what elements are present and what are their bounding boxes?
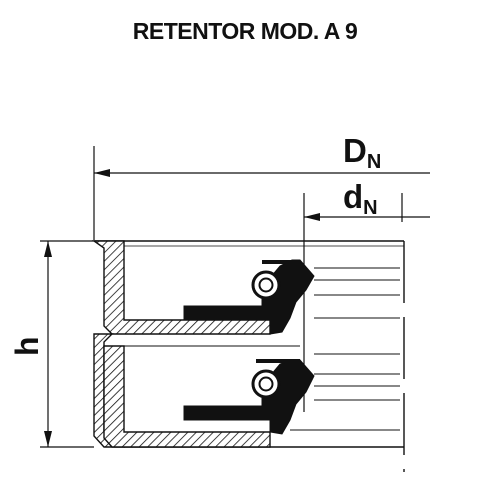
lower-seal-rubber-lip: [183, 359, 315, 435]
lower-seal: [93, 333, 315, 448]
lower-garter-spring-core: [258, 376, 274, 392]
inner-diameter-subscript: N: [363, 197, 377, 219]
outer-diameter-subscript: N: [367, 151, 381, 173]
diagram-title: RETENTOR MOD. A 9: [132, 18, 358, 44]
upper-seal: [91, 240, 315, 335]
height-dimension: h: [9, 240, 94, 448]
outer-diameter-arrowhead: [94, 169, 110, 177]
inner-diameter-label: dN: [343, 178, 378, 219]
inner-diameter-arrowhead: [304, 213, 320, 221]
height-label: h: [9, 336, 45, 356]
inner-diameter-symbol: d: [343, 178, 363, 215]
shaft-lines: [290, 267, 400, 431]
inner-diameter-dimension: dN: [303, 178, 430, 412]
outer-diameter-label: DN: [343, 132, 381, 173]
outer-diameter-symbol: D: [343, 132, 367, 169]
outer-diameter-dimension: DN: [93, 132, 430, 240]
height-top-arrowhead: [44, 241, 52, 257]
upper-garter-spring-core: [258, 277, 274, 293]
height-bottom-arrowhead: [44, 431, 52, 447]
lower-seal-metal-case: [103, 345, 271, 448]
